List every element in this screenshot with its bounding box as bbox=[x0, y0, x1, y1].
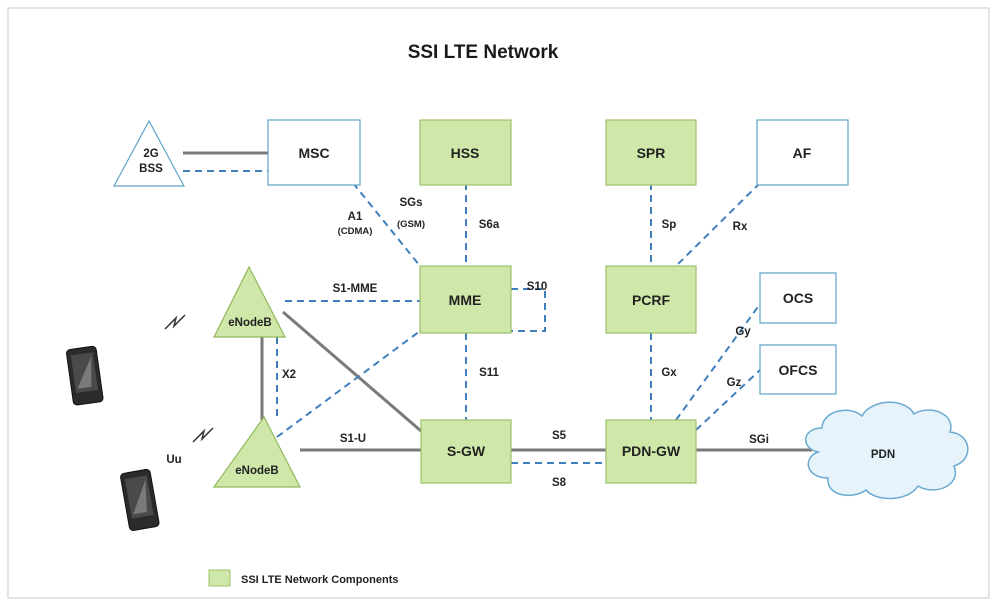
msc-label: MSC bbox=[298, 145, 329, 161]
msc-box bbox=[267, 119, 361, 186]
ofcs-box bbox=[759, 344, 837, 395]
link-enodeb-top-sgw bbox=[282, 310, 422, 433]
legend-swatch bbox=[208, 569, 231, 587]
enodeb-top-triangle bbox=[213, 265, 286, 338]
mobile-phone-icon bbox=[120, 468, 160, 531]
iface-s8: S8 bbox=[552, 477, 567, 489]
iface-s1-mme: S1-MME bbox=[333, 283, 378, 295]
node-pdngw: PDN-GW bbox=[605, 419, 697, 484]
iface-gy: Gy bbox=[735, 326, 751, 338]
mme-label: MME bbox=[449, 292, 482, 308]
radio-signal-icon bbox=[164, 314, 186, 330]
pdngw-box bbox=[605, 419, 697, 484]
iface-x2: X2 bbox=[282, 369, 296, 381]
pcrf-box bbox=[605, 265, 697, 334]
ocs-label: OCS bbox=[783, 290, 813, 306]
ocs-box bbox=[759, 272, 837, 324]
node-spr: SPR bbox=[605, 119, 697, 186]
iface-gx: Gx bbox=[661, 367, 677, 379]
phone-screen-glare-bottom bbox=[133, 479, 147, 515]
link-msc-mme bbox=[352, 182, 421, 267]
enodeb-bottom-label: eNodeB bbox=[235, 465, 278, 477]
iface-sp: Sp bbox=[662, 219, 677, 231]
node-ocs: OCS bbox=[759, 272, 837, 324]
ofcs-label: OFCS bbox=[779, 362, 818, 378]
enodeb-top-label: eNodeB bbox=[228, 317, 271, 329]
connections bbox=[183, 151, 812, 464]
spr-box bbox=[605, 119, 697, 186]
sgw-label: S-GW bbox=[447, 443, 486, 459]
mobile-phone-icon bbox=[66, 345, 104, 406]
iface-a1: A1 bbox=[348, 211, 363, 223]
node-hss: HSS bbox=[419, 119, 512, 186]
node-ofcs: OFCS bbox=[759, 344, 837, 395]
pdngw-label: PDN-GW bbox=[622, 443, 681, 459]
sgw-box bbox=[420, 419, 512, 484]
iface-sgi: SGi bbox=[749, 434, 769, 446]
node-msc: MSC bbox=[267, 119, 361, 186]
diagram-title: SSI LTE Network bbox=[408, 42, 559, 63]
af-label: AF bbox=[793, 145, 812, 161]
iface-s10: S10 bbox=[527, 281, 547, 293]
iface-s1-u: S1-U bbox=[340, 433, 366, 445]
iface-s6a: S6a bbox=[479, 219, 500, 231]
node-enodeb-bottom: eNodeB bbox=[212, 415, 301, 488]
radio-signal-icon bbox=[192, 427, 214, 443]
pdn-cloud-icon bbox=[805, 401, 969, 500]
iface-uu: Uu bbox=[166, 454, 181, 466]
iface-sgs-sub: (GSM) bbox=[397, 219, 425, 230]
node-af: AF bbox=[756, 119, 849, 186]
iface-s11: S11 bbox=[479, 367, 499, 379]
bss-label-line1: 2G bbox=[143, 148, 158, 160]
legend-label: SSI LTE Network Components bbox=[241, 574, 398, 586]
hss-box bbox=[419, 119, 512, 186]
node-enodeb-top: eNodeB bbox=[213, 265, 286, 338]
phone-screen-glare-top bbox=[77, 356, 92, 389]
legend: SSI LTE Network Components bbox=[208, 569, 398, 587]
mme-box bbox=[419, 265, 512, 334]
node-mme: MME bbox=[419, 265, 512, 334]
iface-a1-sub: (CDMA) bbox=[338, 226, 373, 237]
iface-gz: Gz bbox=[727, 377, 742, 389]
link-pdngw-ofcs bbox=[695, 369, 761, 431]
node-pdn: PDN bbox=[805, 401, 969, 500]
hss-label: HSS bbox=[451, 145, 480, 161]
bss-label-line2: BSS bbox=[139, 163, 163, 175]
link-s10-loop bbox=[511, 288, 546, 332]
af-box bbox=[756, 119, 849, 186]
iface-sgs: SGs bbox=[399, 197, 422, 209]
node-2g-bss: 2G BSS bbox=[112, 119, 186, 187]
iface-s5: S5 bbox=[552, 430, 567, 442]
bss-triangle bbox=[112, 119, 186, 187]
pdn-label: PDN bbox=[871, 449, 895, 461]
link-af-pcrf bbox=[675, 182, 761, 267]
iface-rx: Rx bbox=[733, 221, 748, 233]
enodeb-bottom-triangle bbox=[212, 415, 301, 488]
pcrf-label: PCRF bbox=[632, 292, 671, 308]
interface-labels: A1 (CDMA) SGs (GSM) S6a Sp Rx S1-MME S10… bbox=[166, 197, 769, 489]
node-sgw: S-GW bbox=[420, 419, 512, 484]
spr-label: SPR bbox=[637, 145, 666, 161]
link-enodeb-bottom-mme bbox=[276, 330, 421, 438]
node-pcrf: PCRF bbox=[605, 265, 697, 334]
